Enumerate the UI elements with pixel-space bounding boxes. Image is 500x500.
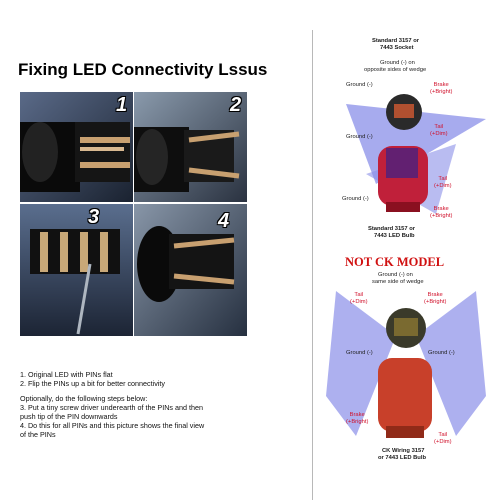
tail-sub: (+Dim): [434, 183, 452, 189]
step-4-continued: of the PINs: [20, 430, 56, 439]
wedge-shape: [416, 291, 486, 436]
bottom-bulb-tail-label: Tail (+Dim): [434, 432, 452, 446]
tail-sub: (+Dim): [434, 439, 452, 445]
wedge-shape: [326, 291, 396, 436]
bottom-footer-line2: or 7443 LED Bulb: [378, 455, 426, 461]
optional-heading: Optionally, do the following steps below…: [20, 394, 148, 403]
top-ground-label-2: Ground (-): [346, 134, 373, 140]
photo-number-4: 4: [218, 210, 230, 232]
led-bulb-image: [134, 92, 247, 202]
bottom-brake-label: Brake (+Bright): [424, 292, 446, 306]
top-bulb-ground-label: Ground (-): [342, 196, 369, 202]
led-bulb-image: [20, 92, 133, 202]
led-bulb-image: [134, 204, 247, 336]
brake-sub: (+Bright): [430, 89, 453, 95]
brake-text: Brake: [427, 292, 443, 298]
photo-number-3: 3: [88, 206, 100, 228]
tail-sub: (+Dim): [350, 299, 368, 305]
brake-text: Brake: [349, 412, 365, 418]
tail-text: Tail: [438, 432, 448, 438]
step-3: 3. Put a tiny screw driver underearth of…: [20, 403, 203, 412]
top-bulb-tail-label: Tail (+Dim): [434, 176, 452, 190]
bottom-header-line2: same side of wedge: [372, 279, 424, 285]
top-header-line2: 7443 Socket: [380, 45, 414, 51]
divider: [312, 30, 313, 500]
tail-sub: (+Dim): [430, 131, 448, 137]
tail-text: Tail: [438, 176, 448, 182]
photo-original-led: 1: [20, 92, 133, 202]
page-title: Fixing LED Connectivity Lssus: [18, 60, 268, 79]
led-bulb-image: [378, 358, 432, 432]
top-footer-line1: Standard 3157 or: [368, 226, 416, 232]
top-footer-line2: 7443 LED Bulb: [374, 233, 415, 239]
led-bulb-image: [20, 204, 133, 336]
step-4: 4. Do this for all PINs and this picture…: [20, 421, 205, 430]
not-ck-model-heading: NOT CK MODEL: [345, 255, 445, 269]
brake-text: Brake: [433, 82, 449, 88]
top-tail-label: Tail (+Dim): [430, 124, 448, 138]
bottom-footer-line1: CK Wiring 3157: [382, 448, 425, 454]
photo-number-1: 1: [116, 94, 128, 116]
top-brake-label: Brake (+Bright): [430, 82, 452, 96]
photo-final-view: 4: [134, 204, 247, 336]
bottom-wiring-diagram: [326, 291, 486, 438]
bottom-header-line1: Ground (-) on: [378, 272, 413, 278]
instructions: 1. Original LED with PINs flat 2. Flip t…: [20, 370, 310, 439]
photo-screwdriver: 3: [20, 204, 133, 336]
brake-sub: (+Bright): [346, 419, 369, 425]
photo-flipped-pins: 2: [134, 92, 247, 202]
top-wiring-diagram: [346, 94, 486, 214]
top-header-line3: Ground (-) on: [380, 60, 415, 66]
bottom-ground-right-label: Ground (-): [428, 350, 455, 356]
bottom-bulb-brake-label: Brake (+Bright): [346, 412, 368, 426]
brake-sub: (+Bright): [430, 213, 453, 219]
top-ground-label-1: Ground (-): [346, 82, 373, 88]
top-header-line1: Standard 3157 or: [372, 38, 420, 44]
top-header-line4: opposite sides of wedge: [364, 67, 427, 73]
brake-sub: (+Bright): [424, 299, 447, 305]
tail-text: Tail: [354, 292, 364, 298]
step-3-continued: push tip of the PIN downwards: [20, 412, 118, 421]
tail-text: Tail: [434, 124, 444, 130]
top-bulb-brake-label: Brake (+Bright): [430, 206, 452, 220]
bottom-ground-left-label: Ground (-): [346, 350, 373, 356]
step-1: 1. Original LED with PINs flat: [20, 370, 113, 379]
bottom-tail-label: Tail (+Dim): [350, 292, 368, 306]
brake-text: Brake: [433, 206, 449, 212]
photo-number-2: 2: [230, 94, 242, 116]
step-2: 2. Flip the PINs up a bit for better con…: [20, 379, 166, 388]
